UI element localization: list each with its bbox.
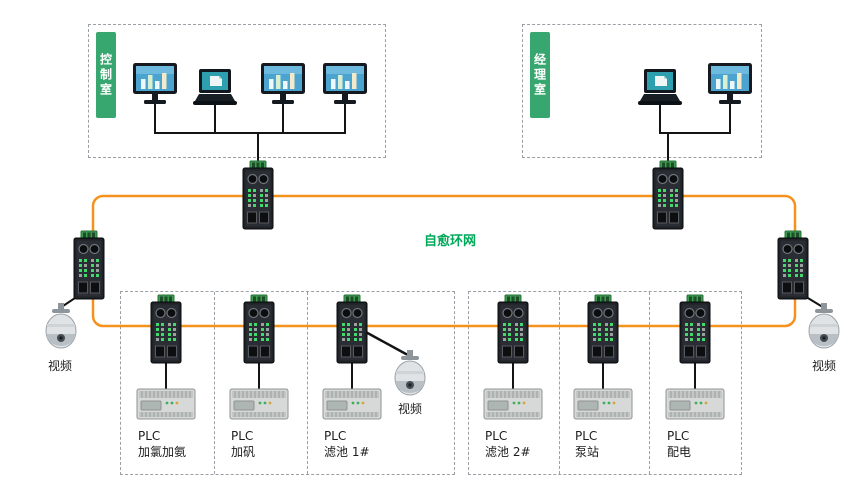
monitor-icon [707, 62, 753, 108]
camera-icon-right [802, 303, 846, 355]
plc-name: 滤池 1# [324, 445, 370, 459]
cell-divider [214, 292, 215, 474]
camera-label-left: 视频 [47, 359, 72, 373]
plc-label-2: PLC 加矾 [231, 428, 255, 460]
plc-icon-6 [665, 386, 725, 422]
plc-type: PLC [231, 429, 254, 443]
plc-label-5: PLC 泵站 [575, 428, 599, 460]
plc-name: 加氯加氨 [138, 445, 187, 459]
plc-icon-2 [229, 386, 289, 422]
switch-icon-plc2 [241, 294, 277, 364]
switch-icon-control-room [240, 160, 276, 230]
cell-divider [559, 292, 560, 474]
plc-name: 配电 [667, 445, 692, 459]
plc-icon-1 [136, 386, 196, 422]
plc-name: 泵站 [575, 445, 600, 459]
cell-divider [307, 292, 308, 474]
plc-icon-4 [483, 386, 543, 422]
plc-label-1: PLC 加氯加氨 [138, 428, 186, 460]
camera-icon-middle [388, 350, 432, 402]
plc-type: PLC [667, 429, 690, 443]
monitor-icon [132, 62, 178, 108]
plc-label-4: PLC 滤池 2# [485, 428, 531, 460]
plc-label-3: PLC 滤池 1# [324, 428, 370, 460]
switch-icon-manager-room [650, 160, 686, 230]
switch-icon-plc4 [495, 294, 531, 364]
control-room-tab: 控制室 [96, 32, 116, 118]
laptop-icon [635, 68, 685, 108]
switch-icon-right [775, 230, 811, 300]
manager-room-box [522, 24, 762, 158]
ring-network-label: 自愈环网 [424, 234, 477, 249]
monitor-icon [260, 62, 306, 108]
cell-divider [649, 292, 650, 474]
camera-label-middle: 视频 [397, 402, 422, 416]
switch-icon-plc3 [334, 294, 370, 364]
plc-type: PLC [324, 429, 347, 443]
switch-icon-plc1 [148, 294, 184, 364]
plc-name: 滤池 2# [485, 445, 531, 459]
switch-icon-left [71, 230, 107, 300]
plc-label-6: PLC 配电 [667, 428, 691, 460]
plc-type: PLC [575, 429, 598, 443]
plc-type: PLC [485, 429, 508, 443]
plc-icon-3 [322, 386, 382, 422]
camera-label-right: 视频 [811, 359, 836, 373]
plc-name: 加矾 [231, 445, 256, 459]
monitor-icon [322, 62, 368, 108]
camera-icon-left [39, 303, 83, 355]
plc-icon-5 [573, 386, 633, 422]
manager-room-tab: 经理室 [530, 32, 550, 118]
switch-icon-plc6 [677, 294, 713, 364]
laptop-icon [190, 68, 240, 108]
switch-icon-plc5 [585, 294, 621, 364]
plc-type: PLC [138, 429, 161, 443]
